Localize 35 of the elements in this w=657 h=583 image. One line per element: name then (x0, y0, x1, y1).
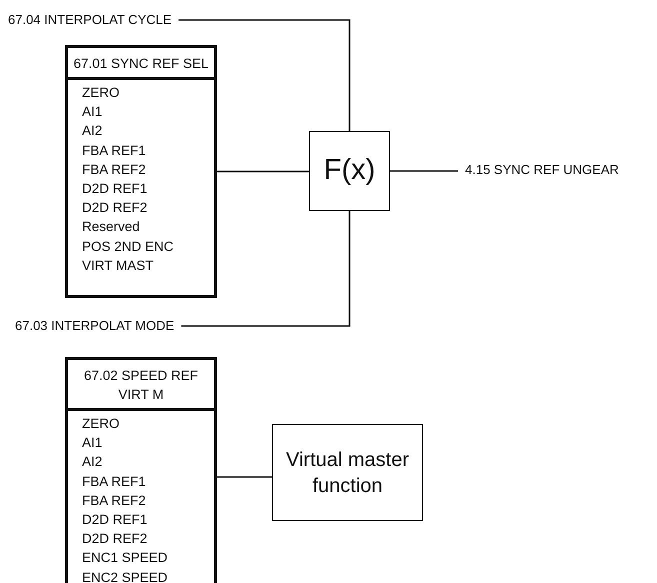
option-text: ENC1 SPEED (82, 549, 168, 568)
option-text: FBA REF2 (82, 492, 146, 510)
parameter-title: 67.02 SPEED REF VIRT M (68, 360, 214, 411)
parameter-title: 67.01 SYNC REF SEL (68, 48, 214, 80)
option-text: ZERO (82, 84, 120, 102)
option-text: ZERO (82, 415, 120, 433)
connector-line (390, 170, 458, 172)
option-text: AI2 (82, 122, 102, 140)
option-text: Reserved (82, 218, 140, 236)
function-text: Virtual master function (284, 448, 410, 498)
option-text: AI1 (82, 103, 102, 122)
connector-line (217, 170, 309, 172)
option-text: D2D REF2 (82, 199, 148, 218)
function-box (309, 131, 390, 211)
function-box (272, 424, 423, 521)
option-text: FBA REF1 (82, 472, 146, 491)
function-text: F(x) (324, 153, 376, 188)
option-text: D2D REF1 (82, 511, 148, 530)
option-text: ENC2 SPEED (82, 568, 168, 583)
option-text: POS 2ND ENC (82, 238, 174, 256)
option-text: D2D REF1 (82, 180, 148, 198)
option-text: FBA REF2 (82, 160, 146, 179)
signal-label: 4.15 SYNC REF UNGEAR (465, 162, 619, 178)
option-text: VIRT MAST (82, 256, 154, 275)
option-text: D2D REF2 (82, 530, 148, 548)
signal-label: 67.04 INTERPOLAT CYCLE (8, 12, 172, 28)
option-text: FBA REF1 (82, 142, 146, 160)
parameter-box (65, 357, 217, 583)
option-text: AI2 (82, 453, 102, 472)
option-text: AI1 (82, 434, 102, 452)
connector-line (178, 19, 350, 131)
connector-line (217, 476, 272, 478)
signal-label: 67.03 INTERPOLAT MODE (15, 318, 174, 334)
connector-line (181, 211, 350, 327)
parameter-box (65, 45, 217, 298)
